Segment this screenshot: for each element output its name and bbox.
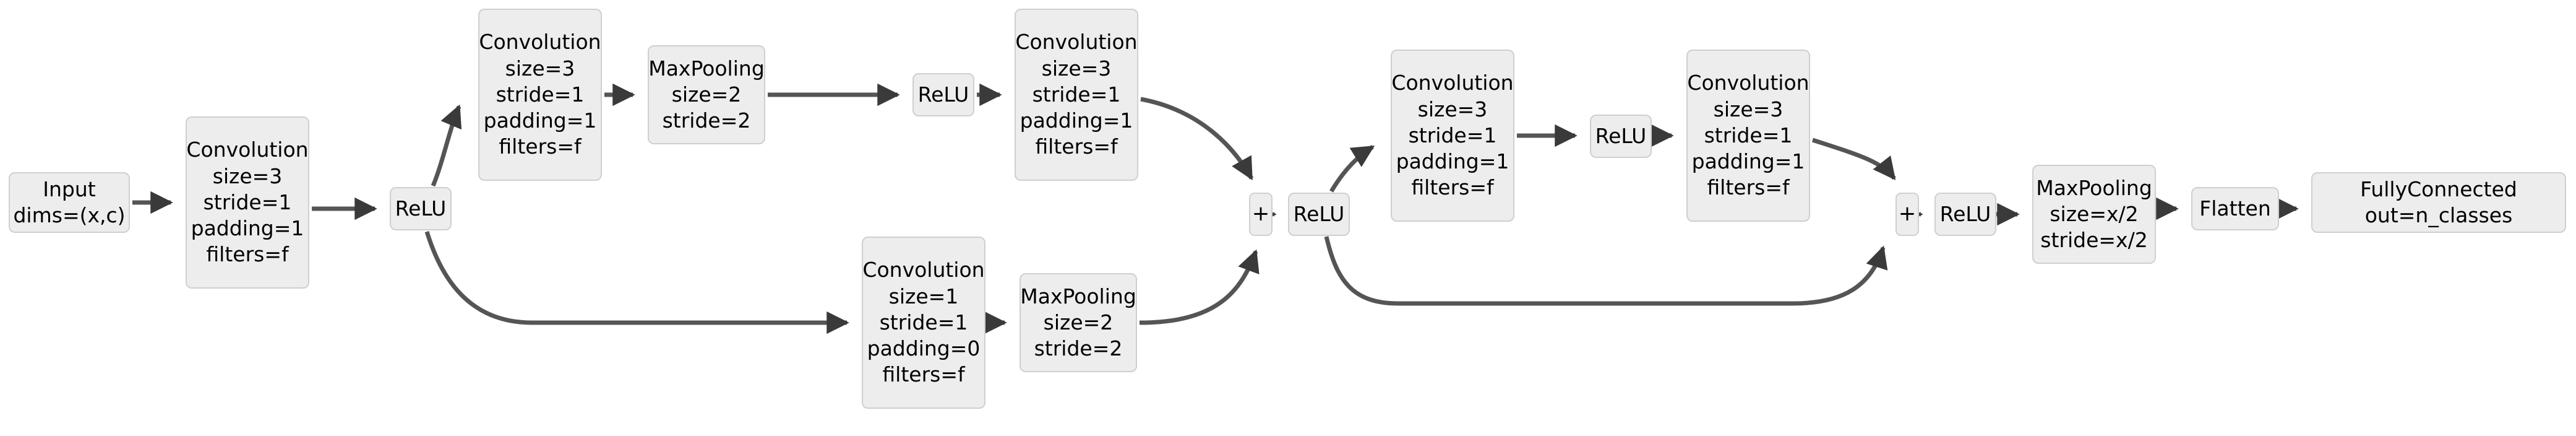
convolution-stem-line-0: Convolution [186,137,309,162]
edge-relu3-to-conv-c1 [1329,145,1375,193]
convolution-block2-2-line-1: size=3 [1713,97,1784,121]
edge-conv-c2-to-add2 [1811,137,1896,180]
relu-3-line-0: ReLU [1293,201,1345,226]
maxpooling-branch-b-1-line-2: stride=2 [1034,336,1123,361]
convolution-branch-a-1-line-1: size=3 [505,56,575,81]
convolution-branch-a-2-line-0: Convolution [1015,30,1138,54]
convolution-branch-a-2-line-1: size=3 [1041,56,1112,81]
relu-5[interactable]: ReLU [1934,193,1996,236]
convolution-stem-line-3: padding=1 [191,216,304,241]
maxpooling-final-line-2: stride=x/2 [2040,228,2148,253]
maxpooling-branch-a-1-line-2: stride=2 [662,108,751,133]
relu-4-line-0: ReLU [1595,123,1647,148]
convolution-branch-b-1-line-2: stride=1 [879,310,968,334]
convolution-block2-2-line-2: stride=1 [1704,123,1793,147]
convolution-branch-b-1-line-1: size=1 [888,284,959,308]
convolution-block2-1-line-0: Convolution [1391,71,1514,95]
maxpooling-branch-a-1-line-1: size=2 [671,82,742,107]
edge-conv-a2-to-add1 [1140,97,1254,181]
convolution-branch-b-1-line-0: Convolution [862,258,985,282]
convolution-stem-line-1: size=3 [212,164,283,188]
convolution-block2-1-line-4: filters=f [1411,175,1494,200]
convolution-block2-1-line-1: size=3 [1417,97,1488,121]
fully-connected-layer-line-0: FullyConnected [2360,177,2517,201]
convolution-branch-a-1-line-2: stride=1 [496,82,585,107]
maxpooling-branch-b-1-line-0: MaxPooling [1020,284,1136,308]
convolution-block2-2-line-3: padding=1 [1691,149,1805,174]
add-node-2-line-0: + [1898,201,1917,227]
edge-relu1-to-conv-a1 [431,104,462,187]
edge-relu3-to-skip2 [1324,236,1888,306]
convolution-stem-line-4: filters=f [206,242,289,267]
add-node-2[interactable]: + [1896,193,1919,236]
convolution-branch-a-1-line-3: padding=1 [483,108,597,133]
convolution-branch-a-2-line-2: stride=1 [1032,82,1121,107]
input-layer-line-0: Input [43,177,96,201]
convolution-block2-2-line-4: filters=f [1707,175,1790,200]
relu-1-line-0: ReLU [395,196,447,220]
maxpooling-branch-a-1-line-0: MaxPooling [648,56,765,81]
relu-3[interactable]: ReLU [1288,193,1350,236]
convolution-branch-b-1-line-4: filters=f [882,362,965,387]
relu-2-line-0: ReLU [917,82,969,107]
add-node-1-line-0: + [1252,201,1270,227]
fully-connected-layer-line-1: out=n_classes [2364,203,2513,227]
convolution-branch-a-1-line-0: Convolution [479,30,601,54]
add-node-1[interactable]: + [1249,193,1273,236]
convolution-branch-b-1-line-3: padding=0 [867,336,981,361]
relu-4[interactable]: ReLU [1590,115,1652,158]
maxpooling-final-line-1: size=x/2 [2050,201,2139,226]
relu-1[interactable]: ReLU [390,187,452,230]
convolution-block2-2-line-0: Convolution [1687,71,1810,95]
convolution-branch-a-1-line-4: filters=f [499,134,582,159]
relu-5-line-0: ReLU [1939,201,1991,226]
edge-relu1-to-conv-b1 [424,230,849,334]
convolution-block2-1-line-3: padding=1 [1396,149,1509,174]
convolution-branch-a-2-line-3: padding=1 [1020,108,1133,133]
relu-2[interactable]: ReLU [912,73,974,116]
convolution-branch-a-2-line-4: filters=f [1035,134,1118,159]
maxpooling-branch-b-1-line-1: size=2 [1043,310,1114,334]
input-layer-line-1: dims=(x,c) [13,203,126,227]
maxpooling-final-line-0: MaxPooling [2036,175,2152,200]
edge-pool-b1-to-add1 [1139,249,1260,325]
flatten-layer-line-0: Flatten [2199,196,2271,220]
convolution-block2-1-line-2: stride=1 [1408,123,1497,147]
convolution-stem-line-2: stride=1 [203,190,292,214]
flatten-layer[interactable]: Flatten [2191,187,2279,230]
